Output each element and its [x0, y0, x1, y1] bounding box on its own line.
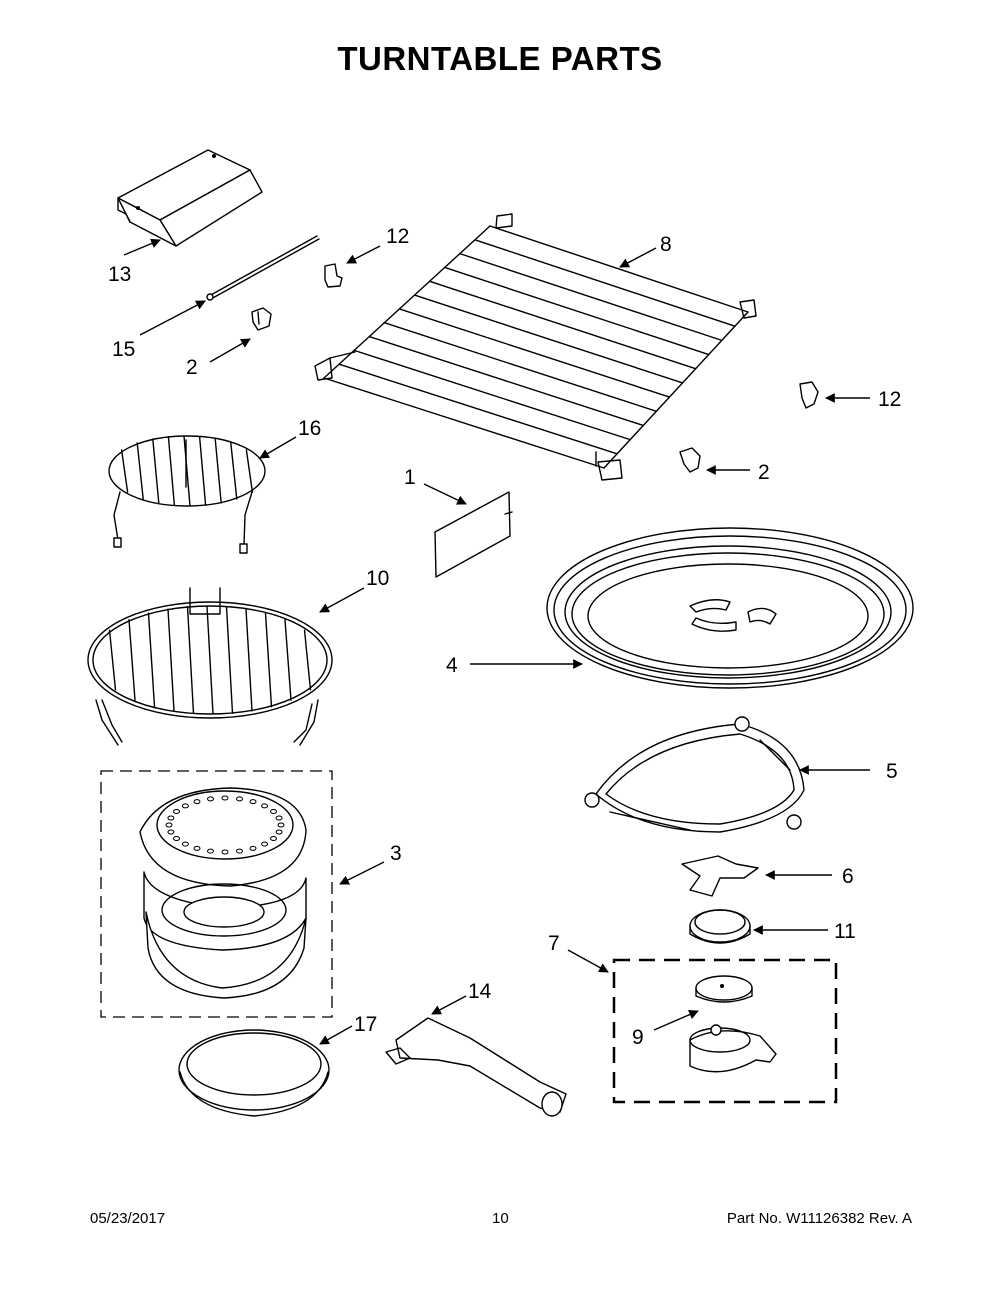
footer-date: 05/23/2017 — [90, 1210, 166, 1227]
callout-13: 13 — [108, 263, 131, 286]
part-1-film — [434, 491, 513, 578]
callout-7: 7 — [548, 932, 560, 955]
callout-11: 11 — [834, 920, 856, 943]
callout-8: 8 — [660, 233, 672, 256]
part-11-ring — [689, 909, 751, 944]
leader-lines — [123, 238, 870, 1045]
part-12-bracket-top — [324, 263, 343, 288]
callout-10: 10 — [366, 567, 389, 590]
part-10-large-rack — [87, 587, 333, 746]
callout-12-right: 12 — [878, 388, 901, 411]
page-title: TURNTABLE PARTS — [337, 40, 663, 77]
part-13-cover — [117, 149, 263, 247]
footer-part-number: Part No. W11126382 Rev. A — [726, 1210, 912, 1227]
part-3-cookware-set — [100, 770, 333, 1018]
part-5-roller-ring — [584, 716, 805, 833]
callout-2-top: 2 — [186, 356, 198, 379]
callout-2-right: 2 — [758, 461, 770, 484]
callout-6: 6 — [842, 865, 854, 888]
part-16-small-rack — [108, 435, 266, 554]
part-2-clip-right — [679, 447, 701, 473]
callout-5: 5 — [886, 760, 898, 783]
part-4-turntable-tray — [546, 527, 914, 689]
callout-3: 3 — [390, 842, 402, 865]
callout-4: 4 — [446, 654, 458, 677]
callout-16: 16 — [298, 417, 321, 440]
callout-9: 9 — [632, 1026, 644, 1049]
part-15-rod — [206, 235, 320, 301]
part-7-motor-group — [612, 958, 838, 1104]
part-8-wire-rack — [314, 213, 757, 481]
callout-14: 14 — [468, 980, 492, 1003]
callout-15: 15 — [112, 338, 135, 361]
part-14-handle — [385, 1017, 567, 1117]
part-17-pan — [178, 1029, 330, 1117]
part-2-clip-top — [251, 307, 272, 331]
part-6-coupler — [681, 855, 759, 897]
callout-12-top: 12 — [386, 225, 409, 248]
callout-17: 17 — [354, 1013, 377, 1036]
callout-1: 1 — [404, 466, 416, 489]
footer-page-number: 10 — [492, 1210, 509, 1227]
part-12-bracket-right — [799, 381, 819, 409]
